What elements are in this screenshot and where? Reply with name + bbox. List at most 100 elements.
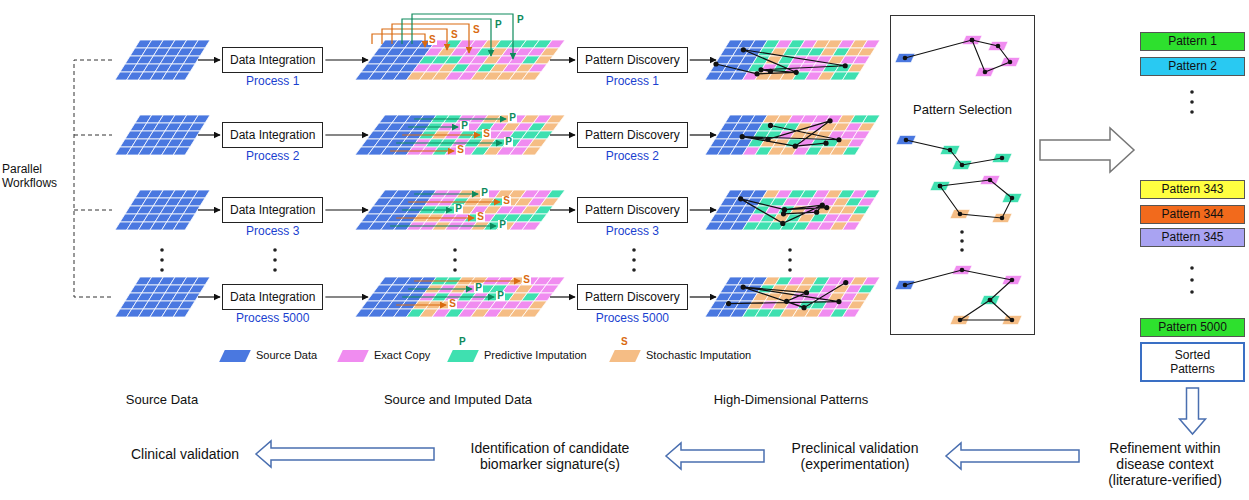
ellipsis-dot [1190, 278, 1194, 282]
pattern-dot [958, 212, 963, 217]
ellipsis-dot [632, 268, 636, 272]
ellipsis-dot [960, 239, 964, 243]
pattern-dot [823, 141, 828, 146]
process-label: Process 5000 [236, 311, 309, 325]
imputed-grid [355, 115, 565, 155]
source-grid [115, 277, 210, 317]
process-box: Pattern DiscoveryProcess 1 [577, 47, 688, 73]
pattern-cell [1002, 194, 1022, 203]
pattern-link [741, 199, 827, 224]
selection-box: Pattern Selection [890, 15, 1035, 335]
node-text: Pattern 5000 [1141, 319, 1244, 336]
process-box: Pattern DiscoveryProcess 5000 [577, 284, 688, 310]
pattern-dot [903, 283, 908, 288]
pattern-cell [896, 136, 916, 145]
grid-cell [193, 115, 210, 123]
pattern-cell [930, 182, 950, 191]
pattern-dot [1010, 196, 1015, 201]
grid-cell [853, 56, 871, 64]
grid-cell [540, 48, 559, 56]
pattern-dot [1010, 318, 1015, 323]
pattern-dot [903, 56, 908, 61]
pattern-dot [836, 137, 841, 142]
imputation-arrow [414, 280, 520, 281]
source-grid [115, 190, 210, 230]
pattern-link [742, 121, 839, 146]
ellipsis-dot [273, 258, 277, 262]
selected-pattern [895, 36, 1020, 77]
grid-cell [848, 64, 866, 72]
pattern-cell [980, 296, 1000, 305]
node-text: Pattern 1 [1141, 33, 1244, 50]
ellipsis-dot [1190, 110, 1194, 114]
legend-swatch [609, 350, 641, 362]
pattern-cell [980, 176, 1000, 185]
pattern-dot [988, 298, 993, 303]
pattern-dot [740, 134, 745, 139]
grid-cell [848, 301, 866, 309]
node-text: Pattern Selection [891, 102, 1034, 117]
pattern-dot [738, 196, 743, 201]
pattern-network [740, 118, 842, 149]
pattern-dot [988, 298, 993, 303]
grid-cell [183, 293, 200, 301]
imputation-letter: P [460, 121, 469, 131]
grid-cell [193, 40, 210, 48]
grid-cell [540, 123, 559, 131]
grid-cell [522, 309, 541, 317]
pattern-dot [801, 305, 806, 310]
grid-cell [522, 222, 541, 230]
imputation-letter: S [621, 337, 628, 347]
grid-cell [528, 301, 547, 309]
pattern-network [738, 196, 829, 226]
imputation-arrow [408, 126, 458, 127]
pattern-dot [836, 299, 841, 304]
pattern-dot [996, 44, 1001, 49]
imputed-grid [355, 277, 565, 317]
node-text: Data Integration [230, 203, 315, 217]
node-text: Data Integration [230, 53, 315, 67]
grid-cell [843, 222, 861, 230]
grid-cell [193, 190, 210, 198]
imputation-arrow [402, 296, 494, 297]
grid-cell [863, 40, 881, 48]
flow-arrow [256, 441, 434, 467]
grid-cell [178, 64, 195, 72]
workflow-arrows [198, 60, 716, 297]
grid-cell [173, 222, 190, 230]
imputation-letter: P [494, 20, 503, 30]
connectors [256, 388, 1206, 469]
imputation-letter: P [516, 15, 525, 25]
legend-swatch [447, 350, 479, 362]
imputed-grid [355, 190, 565, 230]
grid-cell [848, 139, 866, 147]
pattern-cell [992, 154, 1012, 163]
imputation-letter: P [459, 337, 466, 347]
grid-cell [540, 285, 559, 293]
grid-cell [178, 139, 195, 147]
step-text: Refinement within disease context (liter… [1085, 440, 1245, 488]
imputation-arrow [408, 201, 500, 202]
column-label: Parallel Workflows [2, 162, 68, 190]
process-box: Data IntegrationProcess 2 [222, 122, 323, 148]
grid-cell [188, 198, 205, 206]
node-text: Pattern 345 [1141, 229, 1244, 246]
grid-cell [173, 72, 190, 80]
pattern-dot [938, 184, 943, 189]
node-text: Data Integration [230, 290, 315, 304]
imputation-letter: P [474, 283, 483, 293]
node-text: Identification of candidate biomarker si… [440, 440, 660, 472]
node-text: Pattern Discovery [585, 203, 680, 217]
process-label: Process 1 [246, 74, 299, 88]
pattern-dot [948, 148, 953, 153]
imputation-arrow [396, 217, 474, 218]
legend-text: Stochastic Imputation [646, 349, 751, 361]
process-box: Data IntegrationProcess 3 [222, 197, 323, 223]
pattern-link [940, 180, 1012, 218]
imputation-arrow [414, 118, 506, 119]
ellipsis-dot [632, 248, 636, 252]
process-box: Pattern DiscoveryProcess 2 [577, 122, 688, 148]
grid-cell [178, 301, 195, 309]
